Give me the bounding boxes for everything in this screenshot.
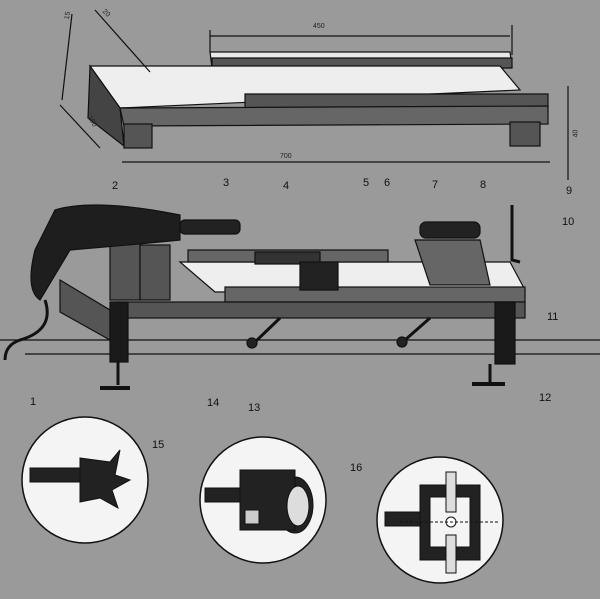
callout-12: 12 (539, 392, 552, 404)
dim-thickness-a: 15 (63, 11, 73, 20)
callout-1: 1 (30, 396, 37, 408)
bed-drawing (59, 9, 569, 180)
callout-11: 11 (547, 311, 559, 323)
callout-16: 16 (350, 462, 363, 474)
callout-5: 5 (363, 177, 370, 189)
callout-14: 14 (207, 397, 220, 409)
dim-height: 40 (572, 129, 580, 138)
inset-collar (199, 436, 327, 564)
callout-9: 9 (566, 185, 573, 197)
lathe-assembly (0, 204, 600, 390)
inset-collar-section (376, 456, 504, 584)
callout-6: 6 (384, 177, 391, 189)
inset-drill-bit (21, 416, 149, 544)
dim-rail-length: 450 (313, 23, 325, 30)
callout-15: 15 (152, 439, 165, 451)
callout-10: 10 (562, 216, 575, 228)
callout-2: 2 (112, 180, 119, 192)
callout-4: 4 (283, 180, 290, 192)
callout-7: 7 (432, 179, 439, 191)
callout-13: 13 (248, 402, 261, 414)
callout-3: 3 (223, 177, 230, 189)
callout-8: 8 (480, 179, 487, 191)
dim-base-length: 700 (280, 153, 292, 160)
